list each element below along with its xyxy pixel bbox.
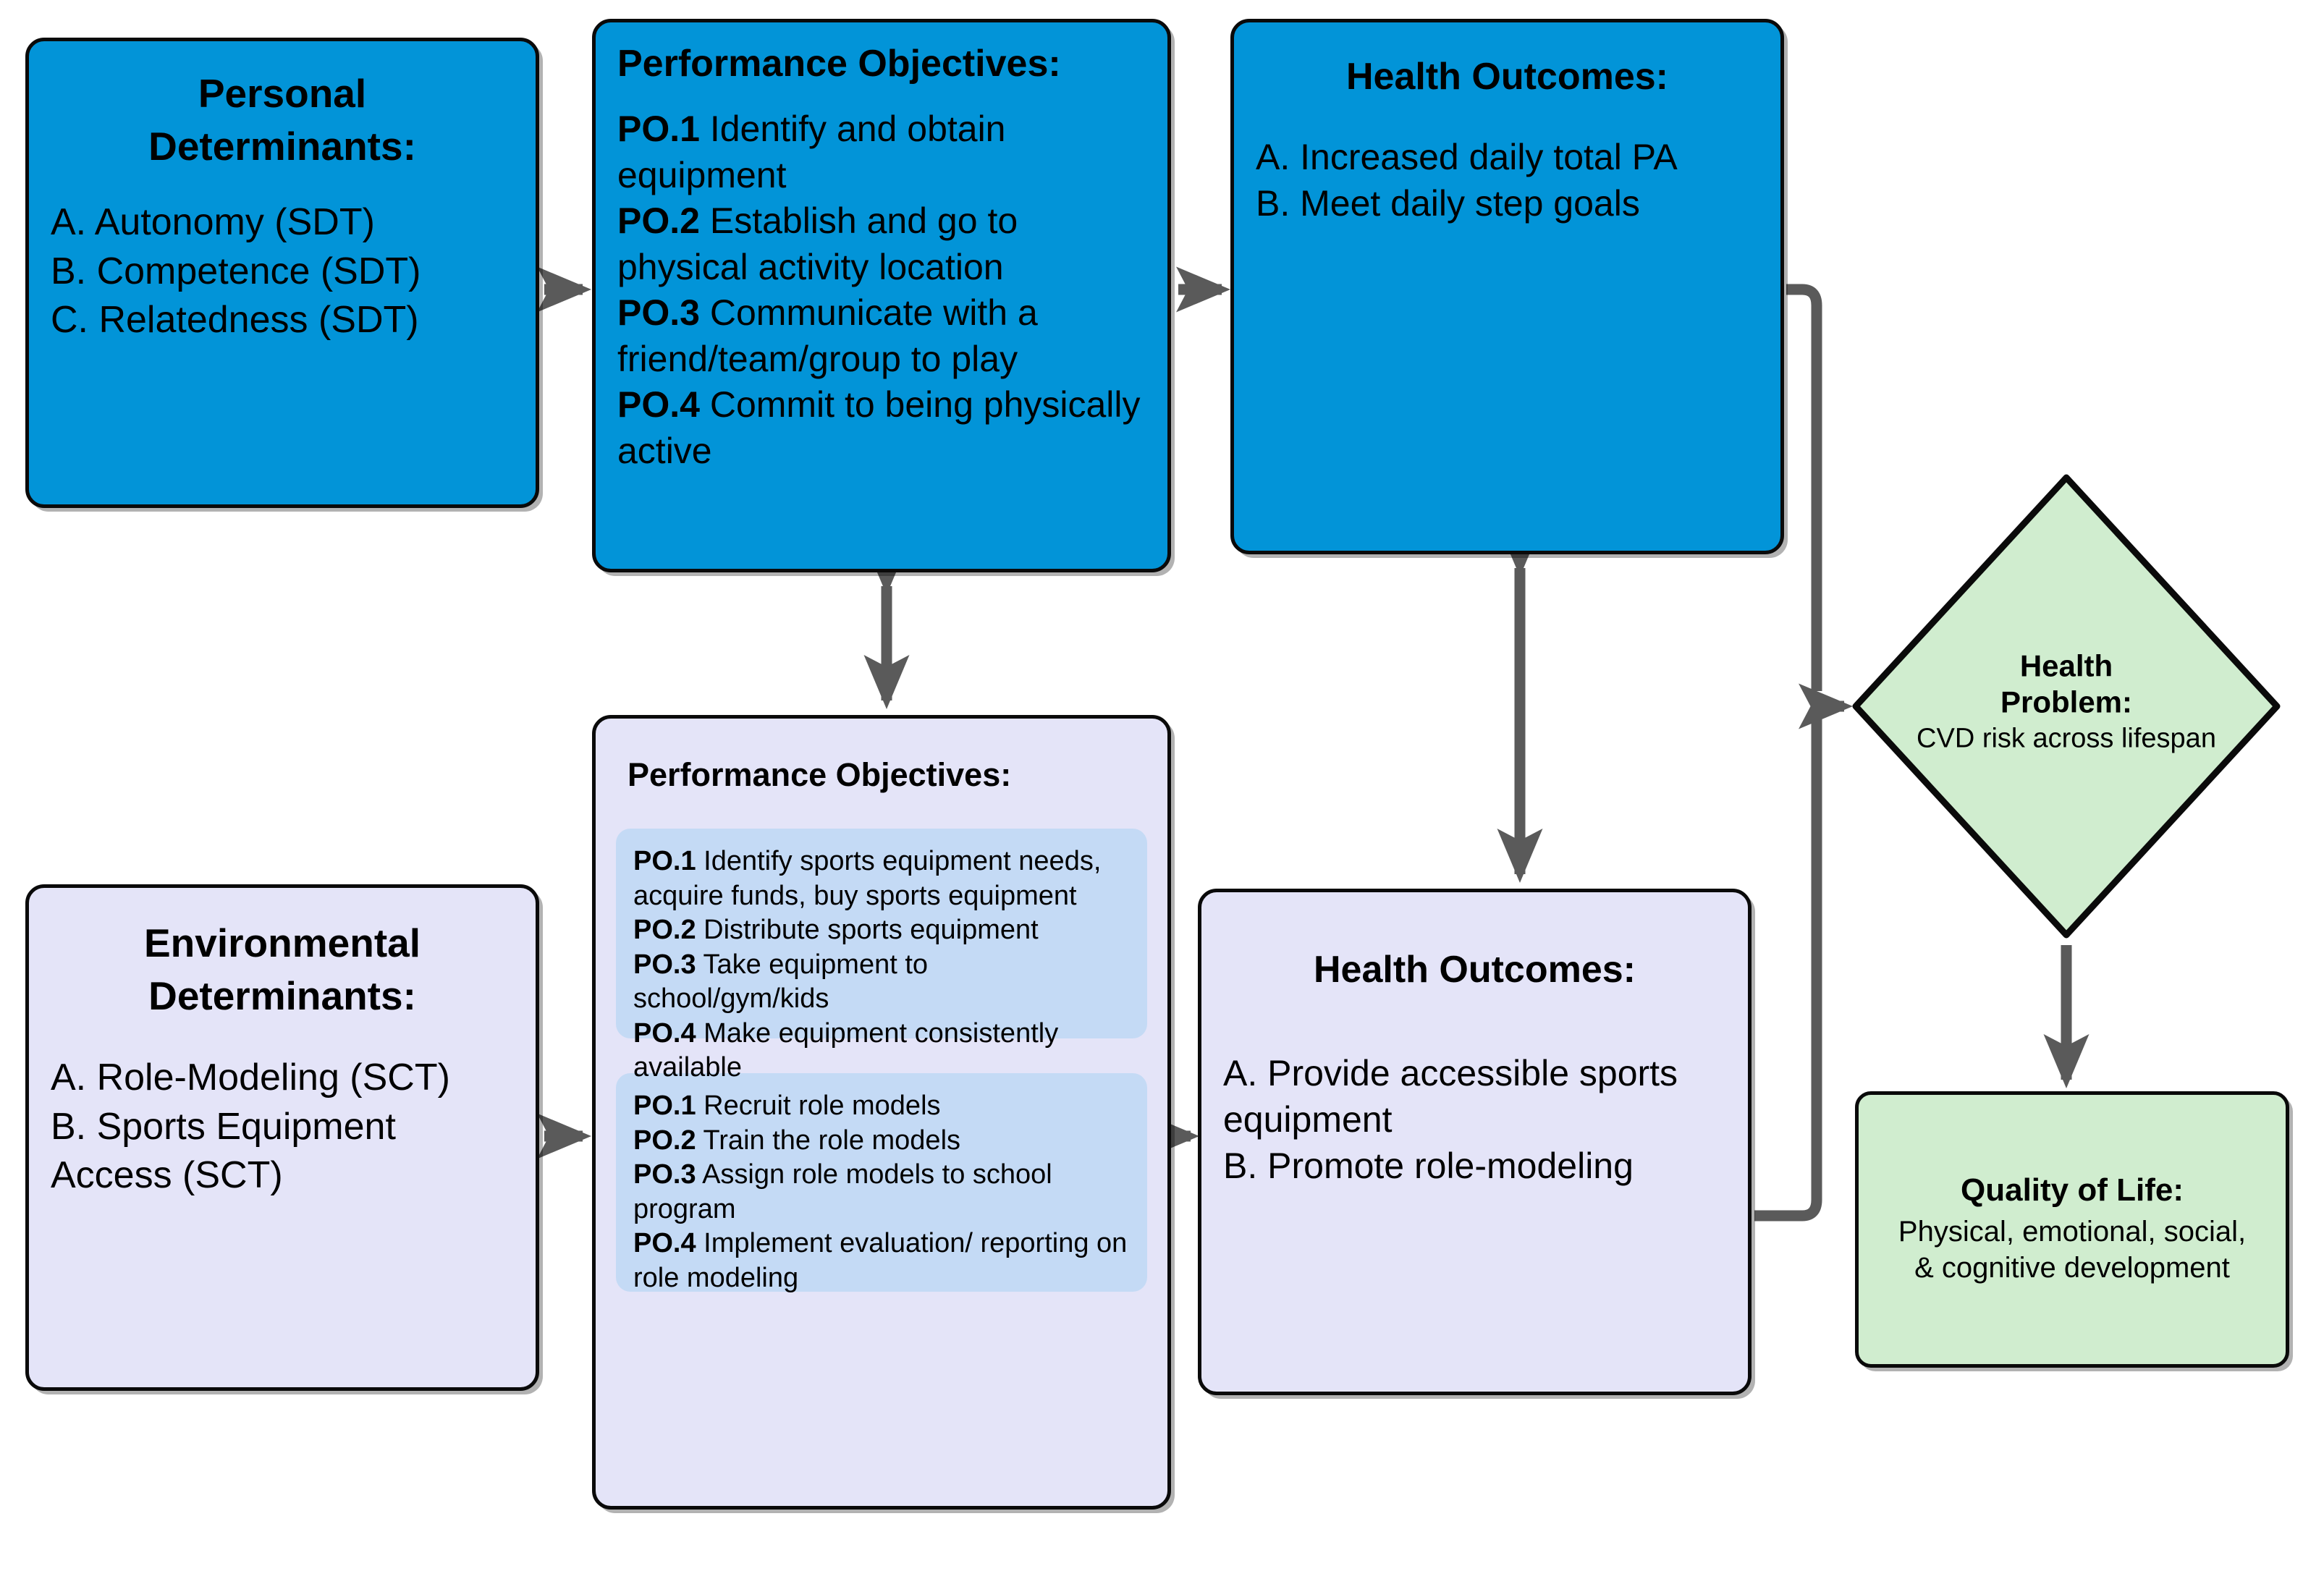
environmental-determinants-items: A. Role-Modeling (SCT)B. Sports Equipmen… <box>51 1057 450 1197</box>
health-problem-diamond-shape <box>1852 474 2281 939</box>
quality-of-life-subtitle: Physical, emotional, social,& cognitive … <box>1898 1216 2247 1284</box>
arrow-ho-top-to-health-problem <box>1786 284 1822 691</box>
arrow-ho-bottom-to-health-problem <box>1754 713 1822 1222</box>
quality-of-life-box: Quality of Life: Physical, emotional, so… <box>1855 1091 2289 1368</box>
quality-of-life-title: Quality of Life: <box>1961 1172 2184 1208</box>
health-outcomes-environmental-title: Health Outcomes: <box>1314 949 1636 991</box>
health-outcomes-personal-box: Health Outcomes: A. Increased daily tota… <box>1230 19 1784 554</box>
health-outcomes-environmental-box: Health Outcomes: A. Provide accessible s… <box>1198 889 1752 1395</box>
health-problem-subtitle: CVD risk across lifespan <box>1917 723 2216 754</box>
health-outcomes-personal-title: Health Outcomes: <box>1346 56 1668 98</box>
personal-determinants-items: A. Autonomy (SDT)B. Competence (SDT)C. R… <box>51 201 421 342</box>
performance-objectives-environmental-box: Performance Objectives: PO.1 Identify sp… <box>592 715 1171 1510</box>
performance-objectives-personal-title: Performance Objectives: <box>617 43 1061 85</box>
performance-objectives-personal-box: Performance Objectives: PO.1 Identify an… <box>592 19 1171 572</box>
performance-objectives-equipment-list: PO.1 Identify sports equipment needs, ac… <box>633 846 1102 1083</box>
performance-objectives-equipment-subbox: PO.1 Identify sports equipment needs, ac… <box>616 829 1147 1083</box>
performance-objectives-environmental-title: Performance Objectives: <box>628 756 1012 793</box>
